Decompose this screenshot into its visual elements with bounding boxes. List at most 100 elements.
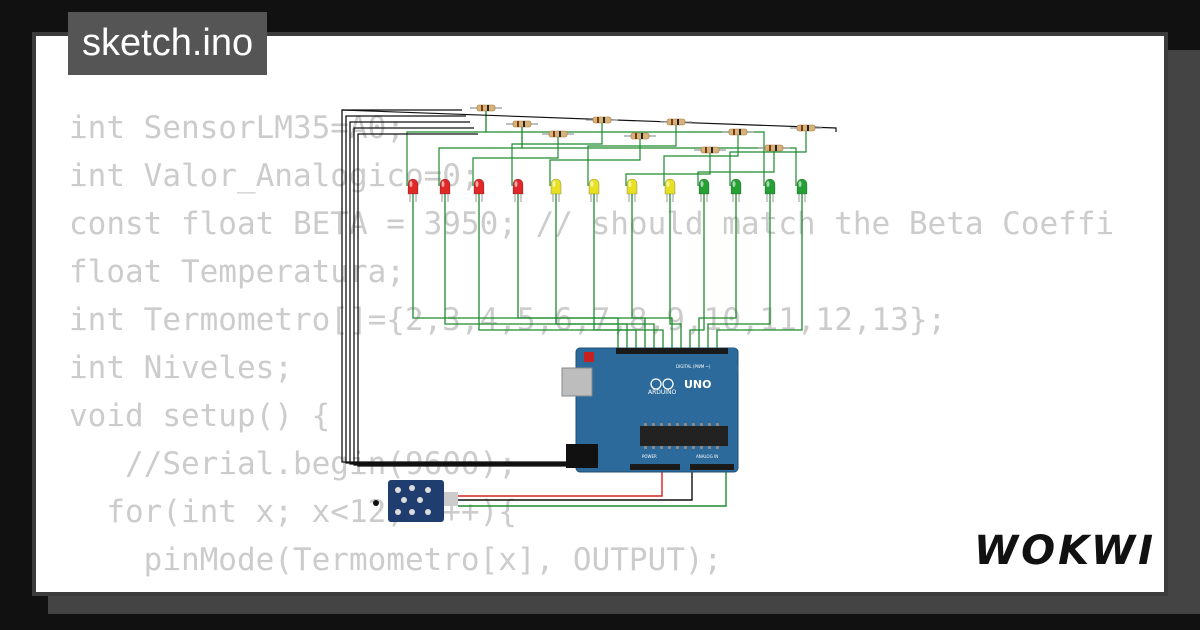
wire-ground (341, 109, 596, 463)
resistor (548, 130, 568, 138)
analog-label: ANALOG IN (696, 454, 718, 459)
file-name-tab[interactable]: sketch.ino (68, 12, 268, 75)
resistor-band (603, 117, 605, 123)
wire-ground (353, 127, 596, 466)
wire-signal (669, 194, 682, 348)
wokwi-logo: WOKWI (974, 528, 1157, 574)
led (473, 178, 485, 195)
digital-header-label: DIGITAL (PWM ~) (676, 364, 711, 369)
wire-ground (345, 115, 596, 464)
led (550, 178, 562, 195)
led-highlight (590, 181, 594, 187)
wire-ground (357, 133, 596, 467)
wire-signal (444, 194, 628, 348)
wire-led-resistor (472, 134, 559, 186)
led (730, 178, 742, 195)
resistor (592, 116, 612, 124)
resistor-band (807, 125, 809, 131)
resistor-band (641, 133, 643, 139)
wire-signal (631, 194, 673, 348)
reset-button[interactable] (584, 352, 594, 362)
uno-logo-text: UNO (684, 378, 712, 391)
wire-signal (555, 194, 655, 348)
digital-header (616, 348, 728, 354)
wire-signal (517, 194, 646, 348)
wire-led-resistor (521, 124, 797, 186)
wire-led-resistor (406, 108, 487, 186)
wire-signal (698, 194, 737, 348)
resistor (796, 124, 816, 132)
resistor (512, 120, 532, 128)
resistor-band (705, 147, 707, 153)
led-highlight (798, 181, 802, 187)
led-highlight (409, 181, 413, 187)
resistor-band (769, 145, 771, 151)
code-line: } (69, 584, 1114, 592)
led-highlight (628, 181, 632, 187)
code-line: float Temperatura; (69, 254, 405, 290)
led (764, 178, 776, 195)
wire-signal (593, 194, 664, 348)
code-line: int Termometro[]={2,3,4,5,6,7,8,9,10,11,… (69, 302, 947, 338)
resistor-band (733, 129, 735, 135)
led (407, 178, 419, 195)
wire-led-resistor (729, 128, 807, 186)
wire-led-resistor (663, 132, 739, 186)
preview-card[interactable]: int SensorLM35=A0;int Valor_Analogico=0;… (32, 32, 1168, 596)
led-highlight (514, 181, 518, 187)
resistor-band (597, 117, 599, 123)
usb-port (561, 367, 593, 397)
led (698, 178, 710, 195)
led-highlight (732, 181, 736, 187)
wire-led-resistor (438, 124, 523, 186)
wires (341, 108, 837, 507)
code-line: void setup() { (69, 398, 331, 434)
led (512, 178, 524, 195)
wire-signal (716, 194, 803, 348)
temperature-sensor-module[interactable] (373, 480, 458, 522)
wire-signal (689, 194, 705, 348)
resistor-band (481, 105, 483, 111)
resistor-band (487, 105, 489, 111)
led (796, 178, 808, 195)
wire-led-resistor (697, 148, 775, 186)
arduino-uno-board[interactable]: UNO ARDUINO DIGITAL (PWM ~) POWER ANALOG… (561, 347, 739, 473)
wire-led-resistor (625, 150, 711, 186)
resistor-band (523, 121, 525, 127)
wire-signal (478, 194, 637, 348)
resistor (728, 128, 748, 136)
resistor-band (517, 121, 519, 127)
led-highlight (441, 181, 445, 187)
power-jack (566, 444, 598, 468)
resistor (476, 104, 496, 112)
resistor (666, 118, 686, 126)
chip-pins (644, 423, 719, 449)
resistor-band (553, 131, 555, 137)
wire-signal (458, 466, 727, 507)
wire-signal (707, 194, 771, 348)
resistor-band (801, 125, 803, 131)
resistor-band (671, 119, 673, 125)
code-line: const float BETA = 3950; // should match… (69, 206, 1115, 242)
wire-power (458, 466, 663, 497)
microcontroller-chip (640, 426, 728, 446)
wire-signal (412, 194, 619, 348)
power-label: POWER (642, 454, 657, 459)
resistor-band (739, 129, 741, 135)
resistor (700, 146, 720, 154)
resistor-band (775, 145, 777, 151)
resistor-band (559, 131, 561, 137)
arduino-brand-text: ARDUINO (648, 389, 677, 396)
code-line: pinMode(Termometro[x], OUTPUT); (69, 542, 723, 578)
resistor-band (635, 133, 637, 139)
power-header (630, 464, 680, 470)
led (664, 178, 676, 195)
wire-ground (341, 109, 837, 132)
led-highlight (766, 181, 770, 187)
leds (407, 178, 808, 202)
led-highlight (552, 181, 556, 187)
led (439, 178, 451, 195)
led (588, 178, 600, 195)
resistor (630, 132, 650, 140)
led-highlight (666, 181, 670, 187)
